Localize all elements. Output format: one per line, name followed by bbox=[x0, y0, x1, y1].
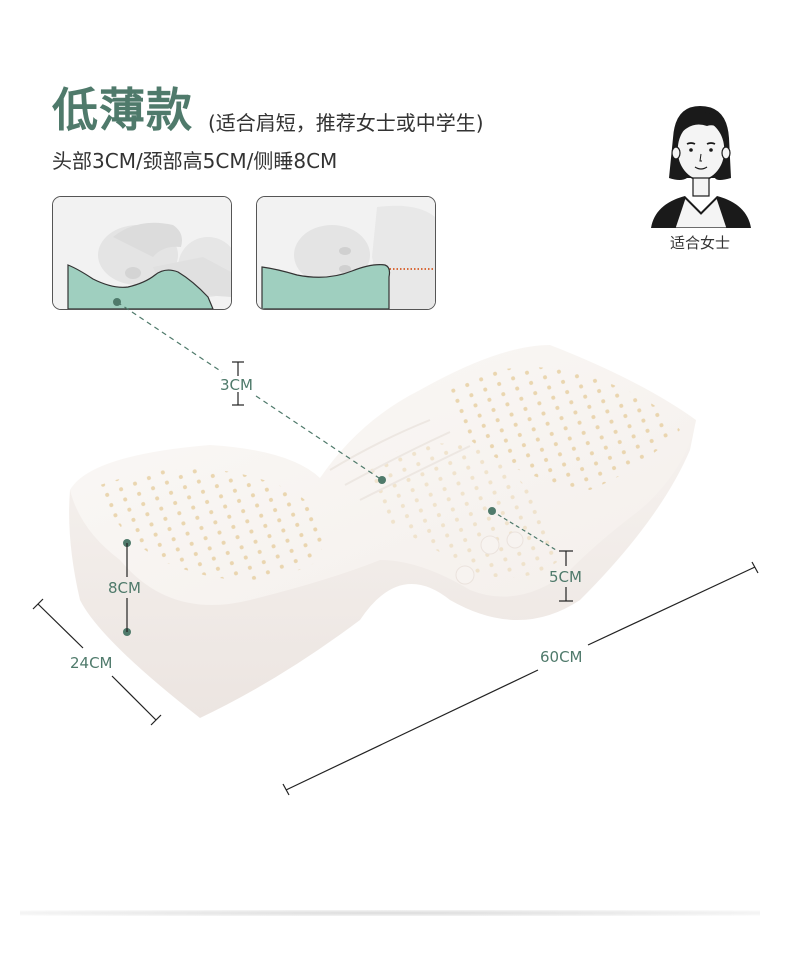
side-head-icon bbox=[257, 197, 435, 309]
product-title: 低薄款 bbox=[52, 83, 193, 137]
suitable-label: 适合女士 bbox=[669, 234, 730, 252]
back-sleep-illustration bbox=[52, 196, 232, 310]
dimension-side-height: 8CM bbox=[108, 579, 141, 597]
dimension-depth: 24CM bbox=[70, 654, 113, 672]
woman-avatar bbox=[645, 98, 755, 232]
product-subtitle: (适合肩短，推荐女士或中学生) bbox=[208, 111, 484, 135]
section-divider bbox=[20, 910, 760, 916]
product-spec: 头部3CM/颈部高5CM/侧睡8CM bbox=[52, 149, 338, 173]
dimension-length: 60CM bbox=[540, 648, 583, 666]
pillow-illustration bbox=[69, 345, 697, 718]
dimension-head-height: 3CM bbox=[220, 376, 253, 394]
dimension-neck-height: 5CM bbox=[549, 568, 582, 586]
supine-head-icon bbox=[53, 197, 231, 309]
woman-avatar-icon bbox=[651, 106, 751, 229]
side-sleep-illustration bbox=[256, 196, 436, 310]
